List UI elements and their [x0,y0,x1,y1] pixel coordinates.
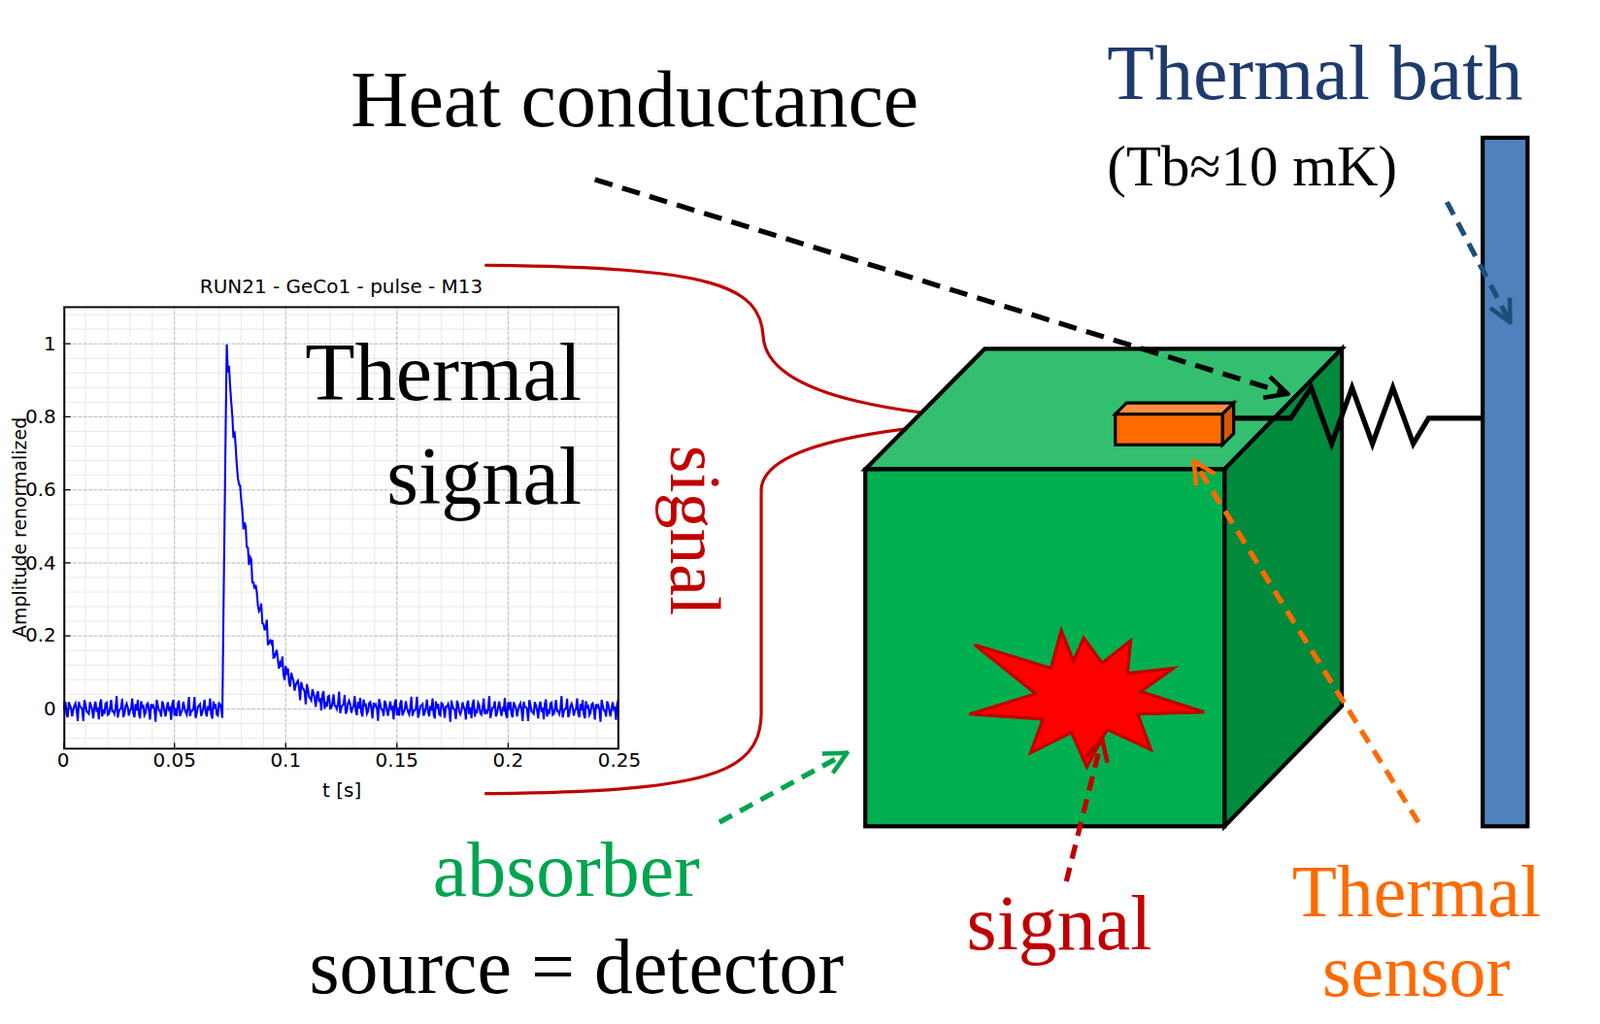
plot-title: RUN21 - GeCo1 - pulse - M13 [63,275,620,299]
bath-temperature-label: (Tb≈10 mK) [1106,133,1398,200]
absorber-label: absorber [433,826,700,916]
tick-label: 0.1 [269,750,301,773]
tick-label: 0.2 [25,625,57,648]
leader-arrow [719,753,847,823]
tick-label: 0.8 [25,405,57,429]
axis-title: t [s] [322,779,362,802]
tick-label: 0.2 [493,750,525,773]
leader-arrow [1194,461,1419,823]
plot-panel: RUN21 - GeCo1 - pulse - M13Thermal signa… [63,305,620,750]
resistor-symbol [1229,387,1483,444]
signal-label: signal [652,445,735,617]
tick-label: 0.4 [25,551,57,574]
axis-title: Amplitude renormalized [9,417,32,638]
source-detector-label: source = detector [308,922,844,1012]
thermal-sensor-label: Thermal sensor [1247,853,1585,1012]
tick-label: 1 [43,333,57,356]
tick-label: 0 [43,698,57,721]
thermal-sensor [1115,414,1223,446]
thermal-bath-label: Thermal bath [1106,29,1523,119]
tick-label: 0 [57,750,70,773]
sensor-top [1115,402,1234,415]
thermal-bath-bar [1482,137,1528,827]
plot-frame [64,306,619,749]
tick-label: 0.6 [25,478,57,501]
absorber-front [865,468,1225,827]
leader-arrow [595,179,1289,395]
plot-grid [63,305,620,750]
heat-conductance-label: Heat conductance [350,54,919,146]
sensor-side [1222,402,1234,445]
leader-arrow [1066,738,1102,882]
tick-label: 0.05 [152,750,196,773]
plot-annotation: Thermal signal [244,320,582,530]
signal-label: signal [966,878,1153,968]
tick-label: 0.25 [598,750,641,773]
tick-label: 0.15 [375,750,419,773]
leader-arrow [1446,201,1510,323]
event-star [968,631,1204,768]
